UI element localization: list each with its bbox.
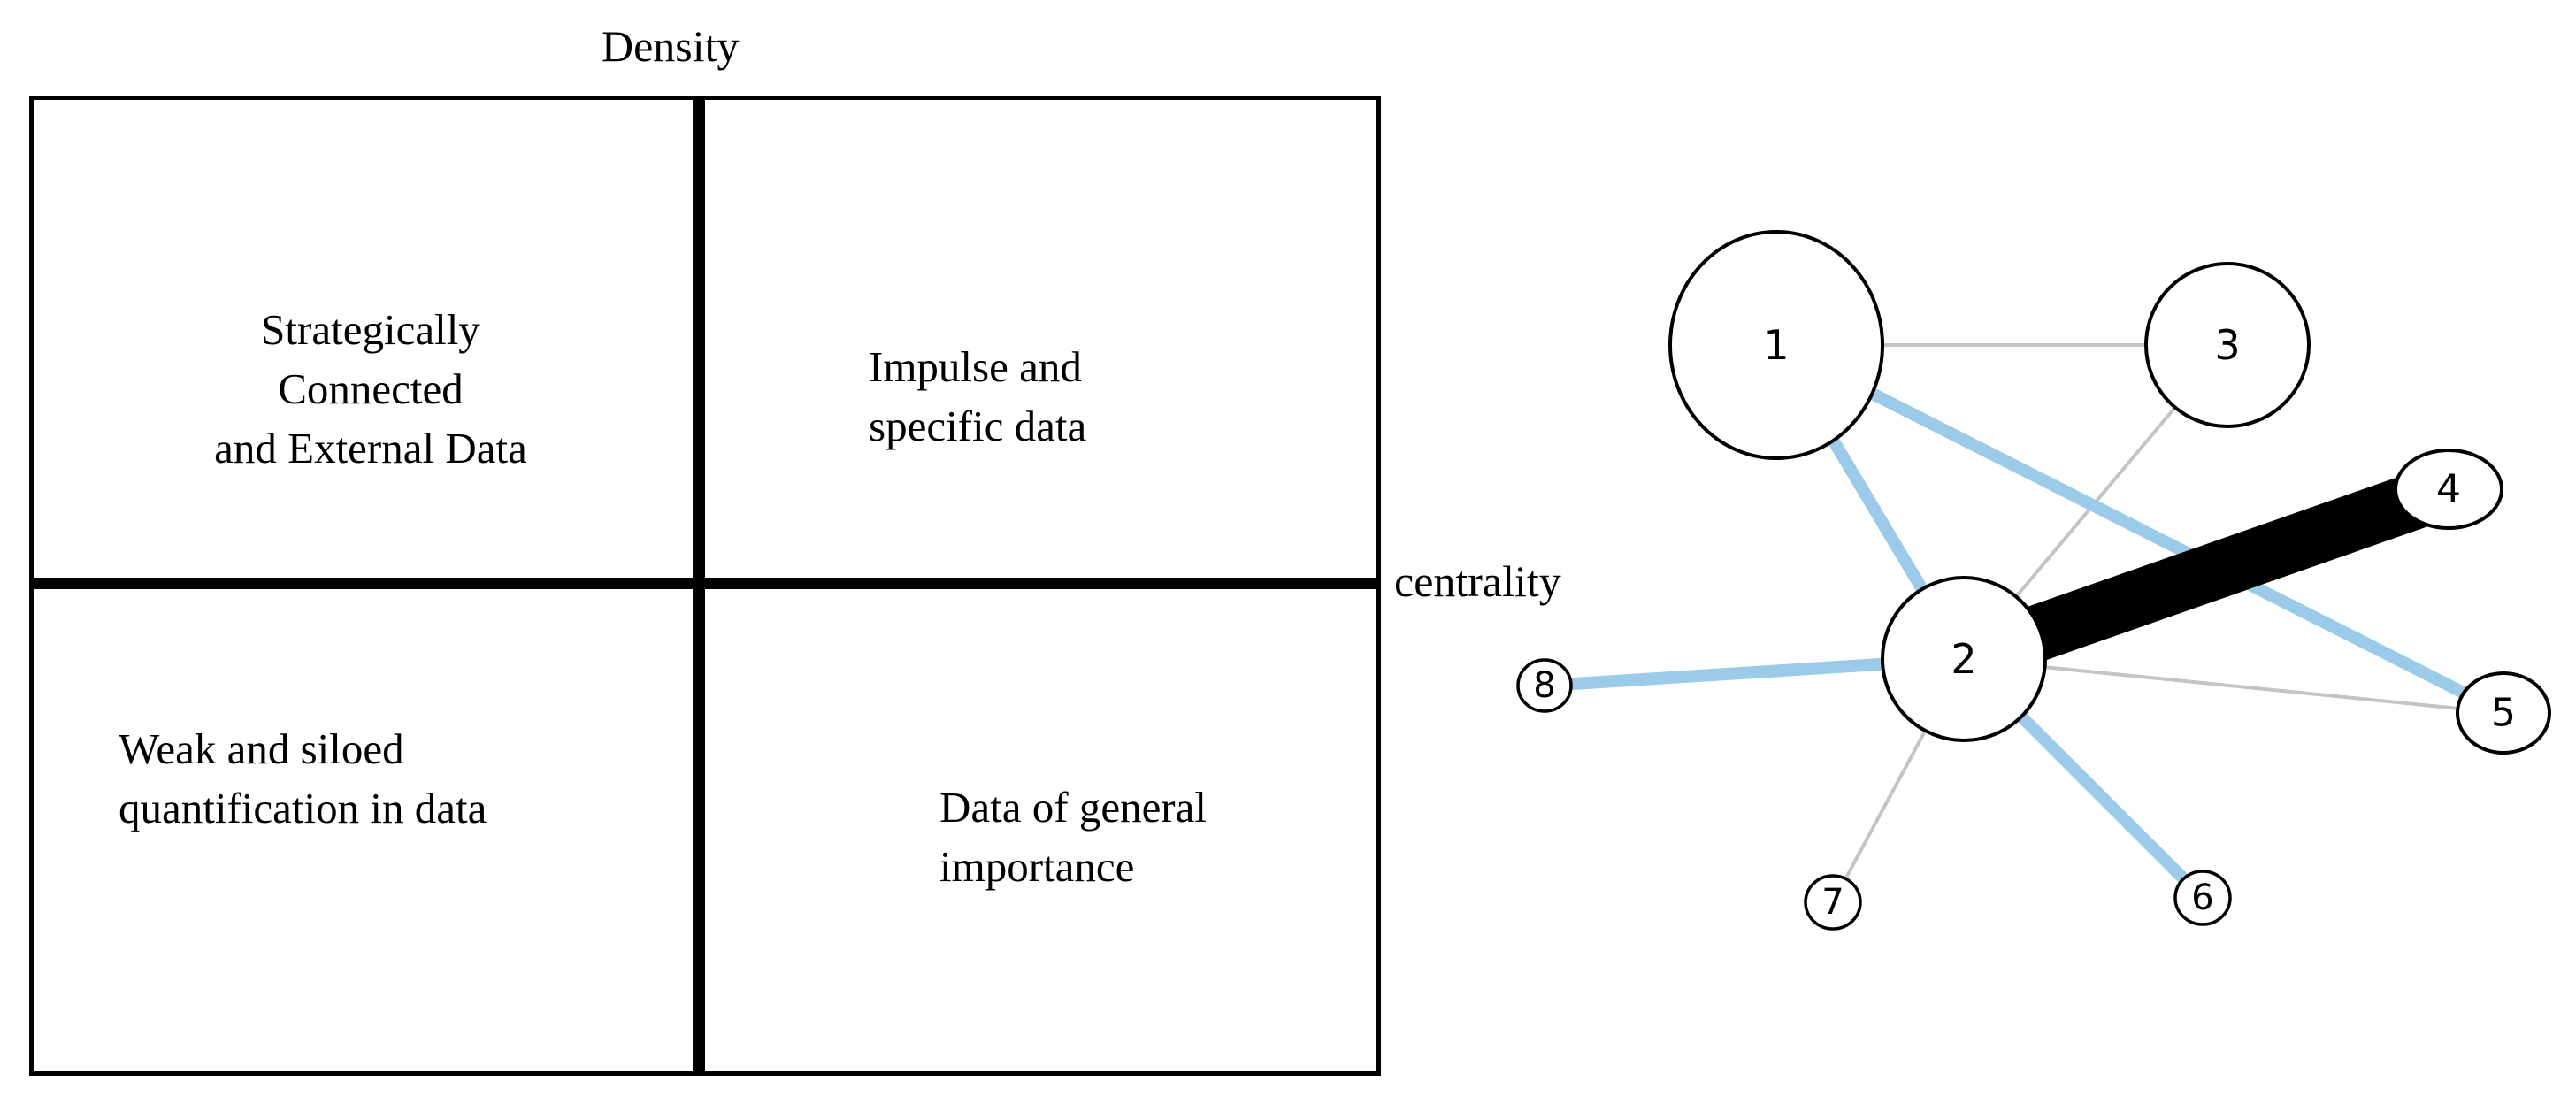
node-6-circle [2174,870,2232,926]
node-4-label: 4 [2436,467,2461,512]
node-1-circle [1668,230,1884,460]
node-1: 1 [1668,230,1884,460]
node-5-label: 5 [2491,691,2516,736]
node-7-label: 7 [1821,882,1844,923]
node-3-label: 3 [2214,321,2240,369]
edge-2-5 [1963,657,2504,715]
node-2-circle [1881,576,2047,742]
node-3-circle [2144,262,2311,428]
node-6-label: 6 [2191,878,2213,918]
quadrant-top-left-label: Strategically Connected and External Dat… [214,305,527,472]
node-4-circle [2394,448,2503,530]
density-axis-label: Density [602,21,740,71]
strategic-matrix: Strategically Connected and External Dat… [29,96,1381,1076]
node-8-label: 8 [1533,665,1555,706]
edge-1-5 [1773,339,2507,719]
quadrant-top-right-label: Impulse and specific data [869,342,1087,450]
node-5: 5 [2456,671,2551,755]
quadrant-bottom-left-label: Weak and siloed quantification in data [119,724,487,832]
quadrant-bottom-right-label: Data of general importance [939,783,1207,891]
node-7: 7 [1804,874,1862,931]
node-3: 3 [2144,262,2311,428]
node-8: 8 [1516,658,1573,713]
matrix-horizontal-divider [34,578,1376,589]
node-7-circle [1804,874,1862,931]
node-6: 6 [2174,870,2232,926]
node-5-circle [2456,671,2551,755]
node-4: 4 [2394,448,2503,530]
node-2: 2 [1881,576,2047,742]
node-2-label: 2 [1951,635,1976,683]
edge-2-4 [1954,462,2458,686]
centrality-axis-label: centrality [1394,556,1561,606]
network-nodes: 1 2 3 4 5 6 7 8 [1516,230,2551,931]
node-8-circle [1516,658,1573,713]
node-1-label: 1 [1763,321,1789,369]
